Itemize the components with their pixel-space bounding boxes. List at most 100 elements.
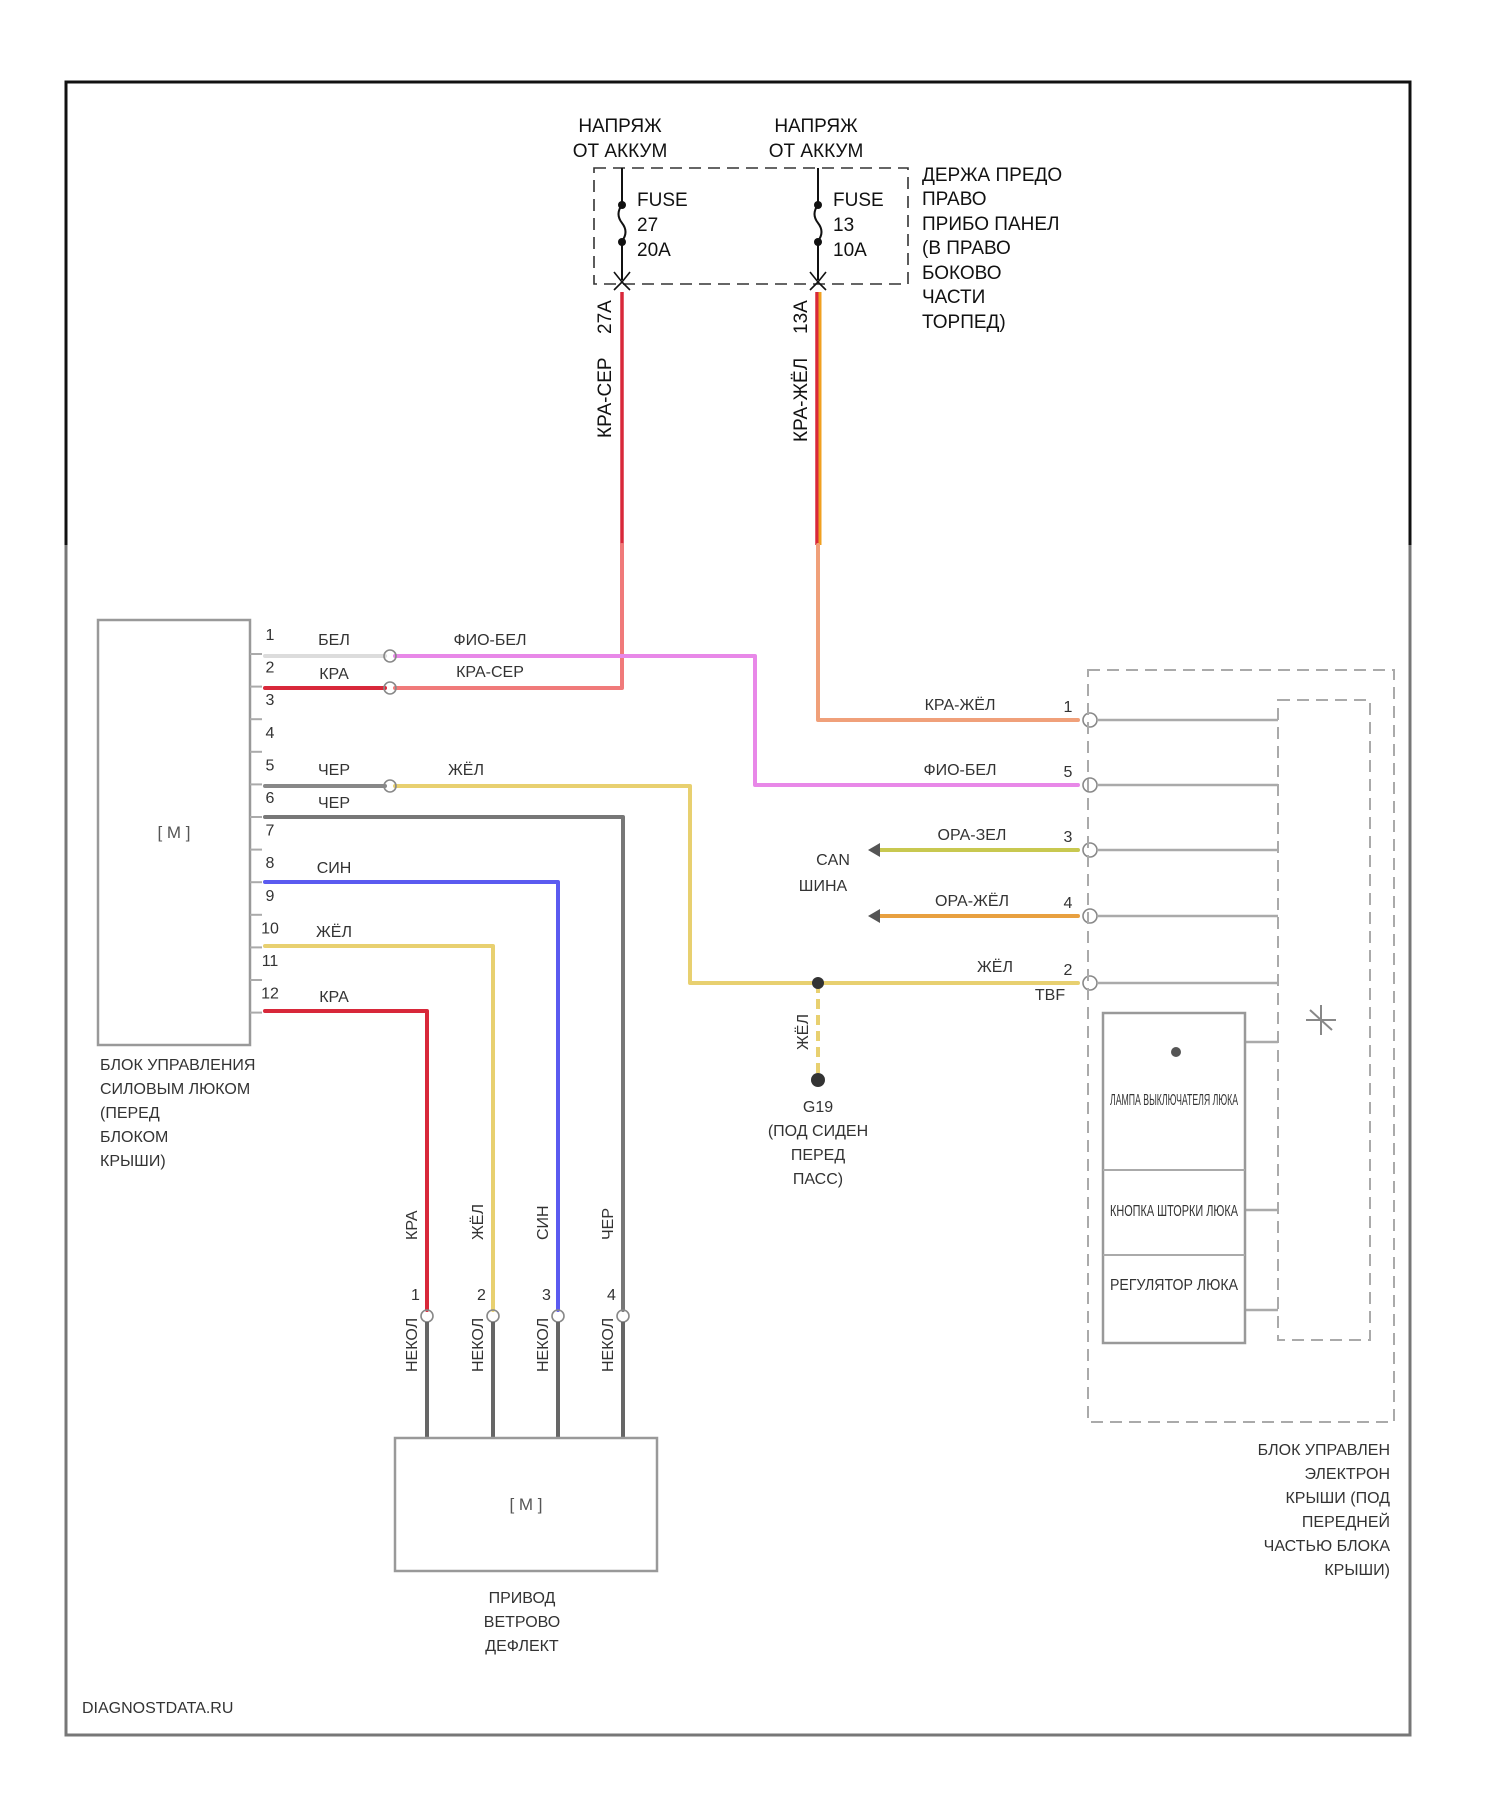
wire-pin12-red (265, 1011, 427, 1310)
svg-text:НЕКОЛ: НЕКОЛ (535, 1318, 552, 1372)
svg-text:ПЕРЕД: ПЕРЕД (791, 1147, 846, 1164)
fuse-27-name: FUSE (637, 190, 688, 211)
svg-text:CAN: CAN (816, 852, 850, 869)
svg-text:КРЫШИ (ПОД: КРЫШИ (ПОД (1285, 1490, 1390, 1507)
svg-text:БЛОК УПРАВЛЕН: БЛОК УПРАВЛЕН (1258, 1442, 1390, 1459)
roof-module-pin-3: 3 (1064, 829, 1097, 857)
svg-text:ЧЕР: ЧЕР (600, 1208, 617, 1240)
switch-lamp-icon (1171, 1047, 1181, 1057)
roof-module-internal-lines (1097, 720, 1278, 1310)
sunroof-module-pin-1: 1 (266, 627, 275, 644)
terminal-13a-label: 13A (791, 300, 812, 334)
svg-text:ДЕФЛЕКТ: ДЕФЛЕКТ (485, 1638, 559, 1655)
sunroof-module-pin-2: 2 (266, 660, 275, 677)
can-bus-arrows (868, 843, 880, 923)
sunroof-module-pin-6: 6 (266, 790, 275, 807)
pin6-wire-color: ЧЕР (318, 795, 350, 812)
svg-text:ПРАВО: ПРАВО (922, 189, 987, 210)
sunroof-module-pin-12: 12 (261, 986, 279, 1003)
svg-text:СИЛОВЫМ ЛЮКОМ: СИЛОВЫМ ЛЮКОМ (100, 1081, 250, 1098)
svg-text:КРЫШИ): КРЫШИ) (1324, 1562, 1390, 1579)
roof-module-pin-2: 2 (1064, 962, 1097, 990)
svg-text:4: 4 (1064, 895, 1073, 912)
svg-text:НЕКОЛ: НЕКОЛ (404, 1318, 421, 1372)
pin5-wire-color: ЧЕР (318, 762, 350, 779)
svg-text:5: 5 (1064, 764, 1073, 781)
fuse-27-rating: 20A (637, 240, 671, 261)
svg-text:БОКОВО: БОКОВО (922, 263, 1002, 284)
sunroof-motor-module-label: БЛОК УПРАВЛЕНИЯ СИЛОВЫМ ЛЮКОМ (ПЕРЕД БЛО… (100, 1057, 255, 1170)
deflector-motor-label: ПРИВОД ВЕТРОВО ДЕФЛЕКТ (484, 1590, 560, 1655)
sunroof-module-pin-8: 8 (266, 855, 275, 872)
module-logic-icon (1306, 1005, 1336, 1035)
sunroof-motor-symbol: [ M ] (157, 823, 190, 842)
frame-top (66, 82, 1410, 545)
wire-red-gray-label: КРА-СЕР (595, 357, 616, 438)
svg-text:БЛОК УПРАВЛЕНИЯ: БЛОК УПРАВЛЕНИЯ (100, 1057, 255, 1074)
svg-text:G19: G19 (803, 1099, 833, 1116)
svg-text:ПАСС): ПАСС) (793, 1171, 843, 1188)
svg-text:ТОРПЕД): ТОРПЕД) (922, 312, 1006, 333)
sunroof-module-pins: 123456789101112 (250, 627, 279, 1013)
harness-red-gray-label: КРА-СЕР (456, 664, 524, 681)
svg-text:(ПОД СИДЕН: (ПОД СИДЕН (768, 1123, 868, 1140)
ground-point (811, 1073, 825, 1087)
harness-yellow-label: ЖЁЛ (448, 761, 484, 779)
frame-bottom (66, 545, 1410, 1735)
svg-text:ПРИВОД: ПРИВОД (489, 1590, 556, 1607)
svg-text:ЖЁЛ: ЖЁЛ (469, 1204, 487, 1240)
roof-module-pin-5: 5 (1064, 764, 1097, 792)
svg-text:КРЫШИ): КРЫШИ) (100, 1153, 166, 1170)
sunroof-module-pin-9: 9 (266, 888, 275, 905)
wire-pin6-black (265, 817, 623, 1310)
sunroof-module-pin-7: 7 (266, 823, 275, 840)
pin12-wire-color: КРА (319, 989, 349, 1006)
fuse-27-number: 27 (637, 215, 658, 236)
pin1-harness-label: КРА-ЖЁЛ (925, 696, 996, 714)
battery-voltage-label-right-1: НАПРЯЖ (774, 116, 858, 137)
sunroof-module-pin-11: 11 (262, 953, 279, 970)
wire-pin10-yellow (265, 946, 493, 1310)
svg-text:НЕКОЛ: НЕКОЛ (470, 1318, 487, 1372)
roof-module-pin-1: 1 (1064, 699, 1097, 727)
fuse-holder-label: ДЕРЖА ПРЕДО ПРАВО ПРИБО ПАНЕЛ (В ПРАВО Б… (922, 165, 1062, 333)
inner-shade-button-label: КНОПКА ШТОРКИ ЛЮКА (1110, 1203, 1238, 1220)
sunroof-module-pin-4: 4 (266, 725, 275, 742)
roof-module-pin-4: 4 (1064, 895, 1097, 923)
svg-text:2: 2 (1064, 962, 1073, 979)
svg-text:ВЕТРОВО: ВЕТРОВО (484, 1614, 560, 1631)
wire-red-yellow-label: КРА-ЖЁЛ (791, 358, 812, 442)
svg-text:1: 1 (411, 1287, 420, 1304)
sunroof-module-pin-3: 3 (266, 692, 275, 709)
pin2-wire-color: КРА (319, 666, 349, 683)
svg-text:(В ПРАВО: (В ПРАВО (922, 238, 1011, 259)
svg-text:3: 3 (1064, 829, 1073, 846)
svg-text:СИН: СИН (535, 1205, 552, 1240)
roof-control-module-box (1088, 670, 1394, 1422)
ground-label: G19 (ПОД СИДЕН ПЕРЕД ПАСС) (768, 1099, 868, 1188)
harness-violet-white-label: ФИО-БЕЛ (453, 632, 526, 649)
inner-sunroof-regulator-label: РЕГУЛЯТОР ЛЮКА (1110, 1277, 1238, 1294)
pin8-wire-color: СИН (317, 860, 352, 877)
svg-text:НЕКОЛ: НЕКОЛ (600, 1318, 617, 1372)
can-bus-label: CAN ШИНА (799, 852, 850, 895)
wire-red-yellow-lower (818, 545, 1078, 720)
fuse-13-number: 13 (833, 215, 854, 236)
roof-control-module-label: БЛОК УПРАВЛЕН ЭЛЕКТРОН КРЫШИ (ПОД ПЕРЕДН… (1258, 1442, 1391, 1579)
pin4-harness-label: ОРА-ЖЁЛ (935, 892, 1009, 910)
svg-text:ЧАСТИ: ЧАСТИ (922, 287, 985, 308)
svg-text:ПЕРЕДНЕЙ: ПЕРЕДНЕЙ (1302, 1512, 1390, 1531)
battery-voltage-label-right-2: ОТ АККУМ (769, 141, 864, 162)
pin10-wire-color: ЖЁЛ (316, 923, 352, 941)
fuse-13: FUSE 13 10A (810, 168, 884, 290)
svg-text:ДЕРЖА ПРЕДО: ДЕРЖА ПРЕДО (922, 165, 1062, 186)
fuse-13-name: FUSE (833, 190, 884, 211)
pin2-note: TBF (1035, 987, 1065, 1004)
pin2-harness-label: ЖЁЛ (977, 958, 1013, 976)
splice-point (812, 977, 824, 989)
svg-text:1: 1 (1064, 699, 1073, 716)
pin5-harness-label: ФИО-БЕЛ (923, 762, 996, 779)
sunroof-module-pin-5: 5 (266, 757, 275, 774)
svg-text:ЭЛЕКТРОН: ЭЛЕКТРОН (1304, 1466, 1390, 1483)
